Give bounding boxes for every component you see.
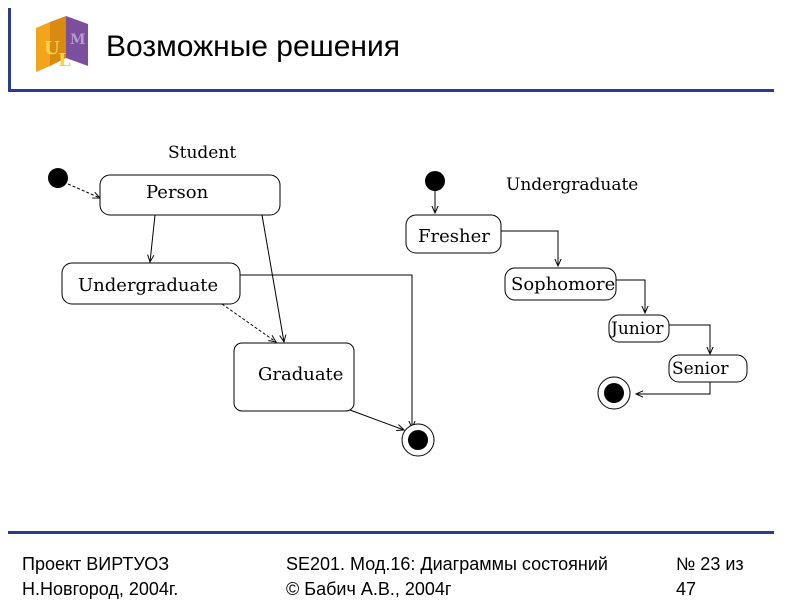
transition-person-graduate bbox=[261, 214, 284, 342]
transition-undergraduate-graduate bbox=[221, 303, 276, 342]
state-fresher bbox=[405, 214, 502, 254]
footer-project-place: Н.Новгород, 2004г. bbox=[22, 579, 179, 599]
uml-logo: U L M bbox=[36, 16, 88, 72]
state-graduate-label: Graduate bbox=[258, 364, 343, 385]
state-sophomore bbox=[504, 267, 617, 301]
transition-junior-senior bbox=[669, 324, 710, 354]
student-final-state bbox=[408, 430, 428, 450]
state-junior bbox=[608, 314, 670, 343]
svg-text:M: M bbox=[70, 32, 86, 48]
footer-course: SE201. Мод.16: Диаграммы состояний © Баб… bbox=[286, 552, 608, 602]
transition-person-undergraduate bbox=[150, 214, 156, 262]
undergraduate-final-state bbox=[604, 383, 624, 403]
transition-undergraduate-final bbox=[240, 274, 412, 428]
footer-copyright: © Бабич А.В., 2004г bbox=[286, 579, 452, 599]
header-left-rule bbox=[8, 8, 11, 92]
state-fresher-label: Fresher bbox=[418, 226, 490, 247]
footer-page-number: № 23 из 47 bbox=[676, 552, 744, 602]
page-title: Возможные решения bbox=[106, 30, 400, 63]
state-junior-label: Junior bbox=[609, 319, 664, 339]
student-label: Student bbox=[168, 143, 236, 163]
footer-course-title: SE201. Мод.16: Диаграммы состояний bbox=[286, 554, 608, 574]
student-initial-state bbox=[48, 168, 68, 188]
state-undergraduate-label: Undergraduate bbox=[78, 275, 218, 296]
state-person-label: Person bbox=[146, 182, 209, 203]
transition-fresher-sophomore bbox=[501, 230, 558, 266]
transition-initial-person bbox=[67, 183, 100, 198]
header-divider bbox=[8, 89, 774, 92]
transition-graduate-final bbox=[349, 409, 404, 430]
state-sophomore-label: Sophomore bbox=[511, 274, 615, 295]
undergraduate-label: Undergraduate bbox=[506, 175, 638, 195]
transition-senior-final bbox=[636, 382, 711, 394]
state-graduate bbox=[233, 342, 355, 412]
transition-sophomore-junior bbox=[616, 279, 645, 313]
footer-project-name: Проект ВИРТУОЗ bbox=[22, 554, 170, 574]
state-person bbox=[99, 174, 281, 216]
state-senior-label: Senior bbox=[672, 359, 729, 379]
svg-text:U: U bbox=[44, 38, 60, 59]
state-undergraduate bbox=[61, 262, 241, 305]
footer-page-total: 47 bbox=[676, 579, 697, 599]
footer-divider bbox=[8, 531, 774, 534]
footer-project: Проект ВИРТУОЗ Н.Новгород, 2004г. bbox=[22, 552, 178, 602]
svg-text:L: L bbox=[58, 50, 71, 71]
state-senior bbox=[668, 354, 748, 383]
undergraduate-initial-state bbox=[425, 171, 445, 191]
footer-page-current: № 23 из bbox=[676, 554, 744, 574]
